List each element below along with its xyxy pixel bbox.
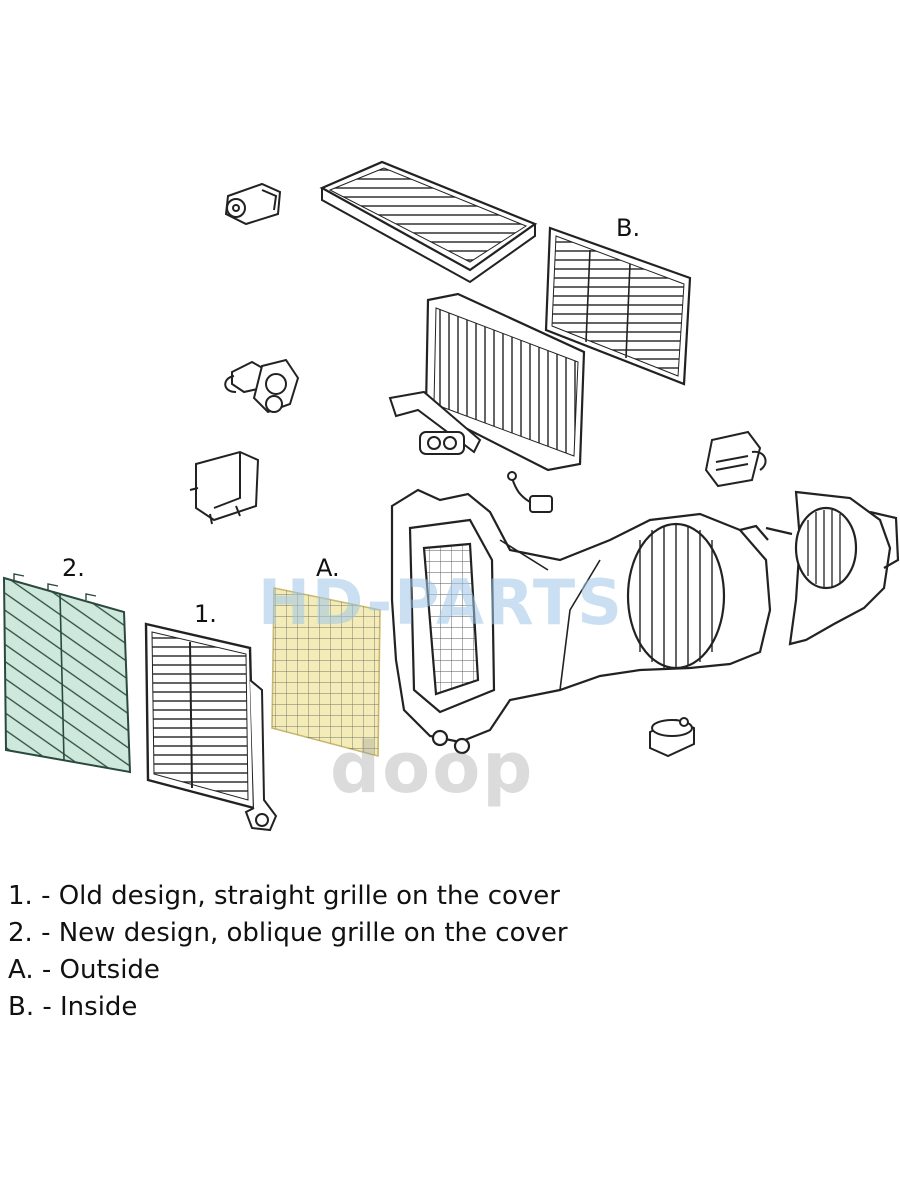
callout-b: B. [616,214,640,242]
filter-a-outside [271,587,381,758]
actuator-top-icon [224,182,282,226]
filter-2-new-design [2,573,132,774]
legend-item-1: 1. - Old design, straight grille on the … [8,881,560,911]
actuator-bottom-icon [649,717,695,758]
callout-2: 2. [62,554,85,582]
blower-resistor-icon [704,430,767,488]
exploded-hvac-diagram: HD-PARTS doop B. A. 1. 2. [2,160,900,832]
small-motor-icon [224,358,300,414]
callout-a: A. [316,554,340,582]
blower-motor [765,490,900,646]
legend: 1. - Old design, straight grille on the … [8,878,888,1026]
evaporator-core [388,292,586,472]
control-module-icon [189,450,260,525]
top-long-filter [319,160,538,284]
filter-b-inside [544,226,692,386]
callout-1: 1. [194,600,217,628]
temperature-sensor-icon [507,471,553,513]
hvac-housing [390,488,772,755]
watermark-brand-secondary: doop [330,727,534,809]
watermark-brand: HD-PARTS [258,566,624,639]
legend-item-b: B. - Inside [8,992,138,1022]
filter-1-old-design [144,622,278,832]
legend-item-2: 2. - New design, oblique grille on the c… [8,918,568,948]
legend-item-a: A. - Outside [8,955,160,985]
